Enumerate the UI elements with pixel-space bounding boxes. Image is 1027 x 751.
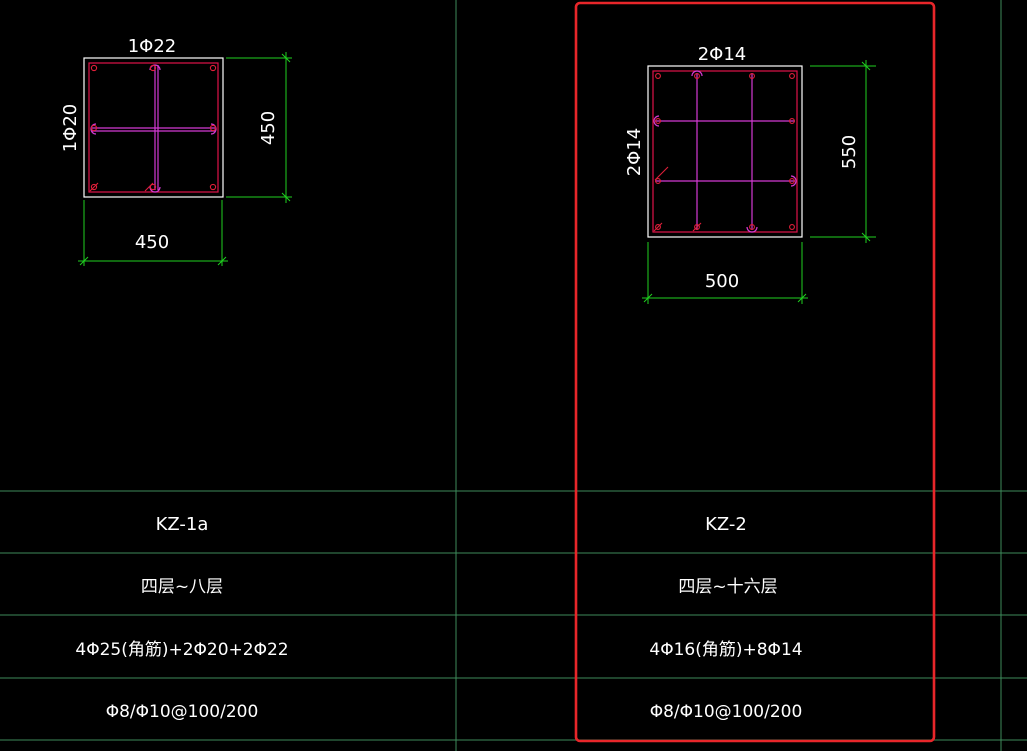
column-outline-kz-2 [647,65,803,238]
side-bar-label-kz-2: 2Φ14 [624,128,645,177]
ties-kz-2 [653,70,797,233]
dimension-lines-kz-2 [642,60,876,304]
width-dim-label-kz-1a: 450 [135,232,169,253]
stirrup-kz-2 [652,70,798,233]
dimension-lines-kz-1a [78,52,292,266]
stirrup-spec-kz-2[interactable]: Φ8/Φ10@100/200 [650,702,803,722]
stirrup-spec-kz-1a[interactable]: Φ8/Φ10@100/200 [106,702,259,722]
highlight-box [574,1,936,743]
column-name-kz-1a[interactable]: KZ-1a [156,514,209,535]
floor-range-kz-2[interactable]: 四层~十六层 [678,577,777,597]
ties-kz-1a [90,64,217,193]
section-kz-1a[interactable]: 1Φ22 1Φ20 450 450 [60,36,292,266]
height-dim-label-kz-1a: 450 [258,111,279,145]
width-dim-label-kz-2: 500 [705,271,739,292]
longitudinal-bars-kz-2[interactable]: 4Φ16(角筋)+8Φ14 [649,640,802,660]
section-kz-2[interactable]: 2Φ14 2Φ14 550 500 [624,44,876,304]
longitudinal-bars-kz-1a[interactable]: 4Φ25(角筋)+2Φ20+2Φ22 [75,640,288,660]
rebars-kz-1a [89,64,217,192]
rebars-kz-2 [653,73,795,232]
top-bar-label-kz-2: 2Φ14 [698,44,747,65]
column-outline-kz-1a [83,57,224,198]
column-name-kz-2[interactable]: KZ-2 [705,514,747,535]
top-bar-label-kz-1a: 1Φ22 [128,36,177,57]
column-table: KZ-1a 四层~八层 4Φ25(角筋)+2Φ20+2Φ22 Φ8/Φ10@10… [75,514,802,722]
side-bar-label-kz-1a: 1Φ20 [60,104,81,153]
height-dim-label-kz-2: 550 [839,135,860,169]
floor-range-kz-1a[interactable]: 四层~八层 [141,577,223,597]
